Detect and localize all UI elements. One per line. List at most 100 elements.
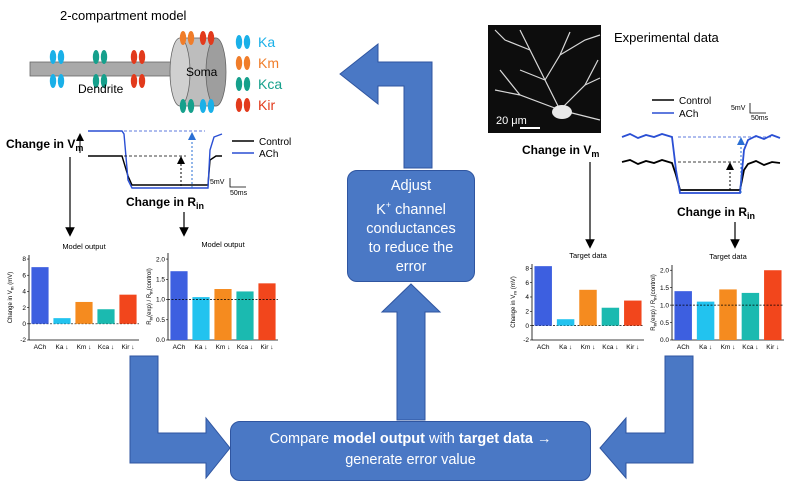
y-axis-label: Change in Vm (mV) (511, 276, 518, 327)
y-tick-label: 8 (22, 256, 26, 263)
bar-5 (258, 283, 276, 340)
chart-title: Model output (201, 240, 245, 249)
control-trace-right (621, 159, 781, 191)
x-tick-label: Kir ↓ (122, 344, 135, 351)
adjust-line-4: to reduce the (368, 239, 454, 256)
x-tick-label: Kir ↓ (766, 344, 779, 351)
arrow-right-to-compare (599, 355, 694, 480)
legend-label: Km (258, 55, 279, 71)
legend-ach-left: ACh (259, 149, 278, 160)
bar-3 (75, 301, 93, 324)
chart-title: Target data (709, 252, 747, 261)
model-voltage-trace: Control ACh 5mV 50ms Change in Vm Change… (6, 130, 291, 237)
ach-trace (88, 130, 223, 189)
change-vm-label-left: Change in Vm (6, 137, 83, 153)
x-tick-label: ACh (34, 344, 47, 351)
bar-1 (534, 266, 552, 326)
legend-control-left: Control (259, 137, 291, 148)
legend-item-km: Km (235, 55, 279, 71)
y-tick-label: 0 (22, 321, 26, 328)
x-tick-label: Km ↓ (216, 344, 231, 351)
x-tick-label: Kir ↓ (261, 344, 274, 351)
scale-mv-right: 5mV (731, 105, 746, 112)
bar-2 (696, 301, 715, 340)
adjust-line-2: K+ channel (376, 200, 446, 218)
bar-2 (53, 318, 71, 324)
y-tick-label: 0.5 (660, 320, 669, 327)
bar-1 (31, 267, 49, 324)
legend-label: Ka (258, 34, 275, 50)
y-tick-label: 2 (525, 309, 529, 316)
x-tick-label: Kca ↓ (98, 344, 114, 351)
x-tick-label: Kca ↓ (742, 344, 758, 351)
change-rin-label-left: Change in Rin (126, 195, 204, 211)
control-trace (88, 155, 222, 186)
bar-3 (579, 289, 597, 326)
x-tick-label: ACh (173, 344, 186, 351)
legend-item-ka: Ka (235, 34, 275, 50)
y-tick-label: -2 (523, 337, 529, 344)
y-tick-label: 2.0 (660, 267, 669, 274)
y-tick-label: 0 (525, 323, 529, 330)
y-tick-label: 2 (22, 305, 26, 312)
soma-label: Soma (186, 65, 218, 79)
y-tick-label: 4 (525, 294, 529, 301)
dendrite-label: Dendrite (78, 82, 124, 96)
flow-arrows (129, 42, 694, 480)
chart-title: Model output (62, 242, 106, 251)
x-tick-label: Ka ↓ (699, 344, 712, 351)
y-tick-label: 2.0 (156, 256, 165, 263)
soma-cylinder (169, 37, 227, 107)
x-tick-label: Ka ↓ (55, 344, 68, 351)
legend-label: Kir (258, 97, 275, 113)
scale-bar-label: 20 μm (496, 115, 527, 127)
y-axis-label: Rin(exp) / Rin(control) (147, 268, 154, 324)
bar-4 (741, 292, 760, 340)
dendrite-channels (49, 50, 146, 88)
change-rin-label-right: Change in Rin (677, 205, 755, 221)
y-tick-label: 1.0 (660, 302, 669, 309)
arrow-left-to-compare (129, 355, 231, 480)
y-axis-label: Rin(exp) / Rin(control) (651, 274, 658, 330)
y-tick-label: 0.5 (156, 317, 165, 324)
bar-4 (236, 291, 254, 340)
y-tick-label: 8 (525, 266, 529, 273)
chart-title: Target data (569, 251, 607, 260)
x-tick-label: Km ↓ (721, 344, 736, 351)
y-tick-label: 1.5 (660, 285, 669, 292)
y-axis-label: Change in Vm (mV) (8, 272, 15, 323)
soma-channels (179, 31, 215, 113)
x-tick-label: Km ↓ (581, 344, 596, 351)
y-tick-label: 4 (22, 289, 26, 296)
compare-output-box: Compare model output with target data → … (230, 421, 591, 481)
legend-item-kca: Kca (235, 76, 282, 92)
x-tick-label: Km ↓ (77, 344, 92, 351)
y-tick-label: -2 (20, 337, 26, 344)
y-tick-label: 6 (22, 272, 26, 279)
scale-ms-right: 50ms (751, 115, 769, 122)
adjust-line-1: Adjust (390, 178, 432, 194)
bar-5 (764, 270, 782, 340)
experimental-voltage-trace: Control ACh 5mV 50ms Change in Vm Change… (522, 96, 781, 249)
scale-ms-left: 50ms (230, 190, 248, 197)
legend-control-right: Control (679, 96, 711, 107)
ach-trace-right (621, 133, 781, 194)
bar-5 (624, 300, 642, 326)
compare-line-2: generate error value (345, 452, 476, 468)
adjust-line-5: error (395, 258, 427, 275)
y-tick-label: 1.0 (156, 297, 165, 304)
experimental-block: Experimental data 20 μm (488, 25, 720, 133)
bar-3 (719, 289, 737, 340)
bar-1 (674, 291, 692, 340)
bar-4 (601, 307, 620, 326)
x-tick-label: ACh (537, 344, 550, 351)
model-title: 2-compartment model (60, 8, 187, 23)
x-tick-label: Kir ↓ (626, 344, 639, 351)
arrow-up-to-adjust (380, 283, 442, 421)
